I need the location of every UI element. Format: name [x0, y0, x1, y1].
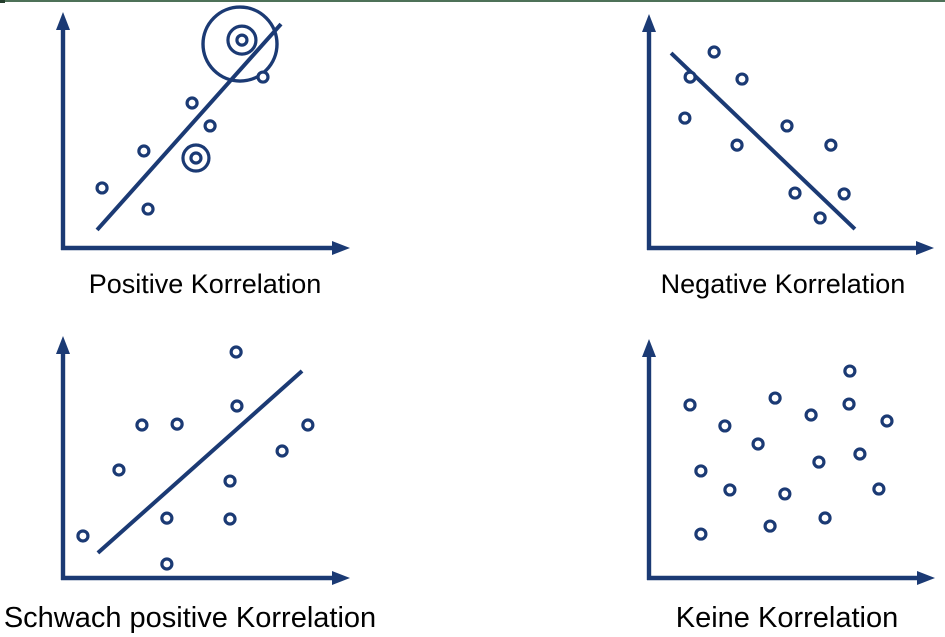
data-point	[301, 418, 315, 432]
data-point	[135, 418, 149, 432]
data-point	[853, 447, 867, 461]
data-point	[137, 144, 151, 158]
outlier-highlight-circle	[201, 5, 279, 83]
data-point	[824, 138, 838, 152]
top-border-left-tip	[0, 0, 5, 3]
data-point	[718, 419, 732, 433]
data-point	[203, 119, 217, 133]
panel-keine-korrelation	[642, 339, 935, 585]
y-axis-arrowhead-icon	[56, 336, 70, 354]
data-point	[678, 111, 692, 125]
x-axis-arrowhead-icon	[332, 241, 350, 255]
y-axis-arrowhead-icon	[642, 339, 656, 357]
data-point	[723, 483, 737, 497]
data-point	[256, 70, 270, 84]
panel-negative-korrelation	[642, 14, 934, 255]
data-point	[880, 414, 894, 428]
data-point	[735, 72, 749, 86]
data-point	[707, 45, 721, 59]
data-point	[95, 181, 109, 195]
panel-positive-korrelation	[56, 5, 350, 255]
data-point	[185, 96, 199, 110]
data-point	[842, 397, 856, 411]
data-point	[229, 345, 243, 359]
caption-negative-korrelation: Negative Korrelation	[660, 269, 906, 299]
data-point	[694, 527, 708, 541]
x-axis-arrowhead-icon	[916, 241, 934, 255]
caption-keine-korrelation: Keine Korrelation	[675, 602, 899, 634]
data-point	[818, 511, 832, 525]
data-point	[235, 33, 249, 47]
panel-schwach-positive-korrelation	[56, 336, 350, 585]
data-point	[230, 399, 244, 413]
data-point	[160, 557, 174, 571]
data-point	[763, 519, 777, 533]
data-point	[141, 202, 155, 216]
data-point	[112, 463, 126, 477]
data-point	[780, 119, 794, 133]
data-point	[275, 444, 289, 458]
caption-positive-korrelation: Positive Korrelation	[88, 269, 322, 299]
data-point	[788, 186, 802, 200]
data-point	[170, 417, 184, 431]
data-point	[223, 474, 237, 488]
data-point	[778, 487, 792, 501]
data-point	[843, 364, 857, 378]
data-point	[223, 512, 237, 526]
data-point	[812, 455, 826, 469]
data-point	[804, 408, 818, 422]
data-point	[683, 398, 697, 412]
data-point	[76, 529, 90, 543]
emphasis-ring	[181, 143, 211, 173]
data-point	[768, 391, 782, 405]
data-point	[189, 151, 203, 165]
data-point	[683, 70, 697, 84]
emphasis-ring	[226, 24, 258, 56]
data-point	[872, 482, 886, 496]
data-point	[730, 138, 744, 152]
y-axis-arrowhead-icon	[56, 12, 70, 30]
data-point	[751, 437, 765, 451]
top-border-line	[0, 0, 945, 2]
caption-schwach-positive-korrelation: Schwach positive Korrelation	[3, 602, 377, 634]
x-axis-arrowhead-icon	[917, 571, 935, 585]
y-axis-arrowhead-icon	[642, 14, 656, 32]
x-axis-arrowhead-icon	[332, 571, 350, 585]
data-point	[694, 464, 708, 478]
data-point	[813, 211, 827, 225]
trend-line	[95, 22, 283, 232]
data-point	[160, 511, 174, 525]
trend-line	[669, 51, 857, 231]
trend-line	[96, 369, 304, 555]
data-point	[837, 187, 851, 201]
